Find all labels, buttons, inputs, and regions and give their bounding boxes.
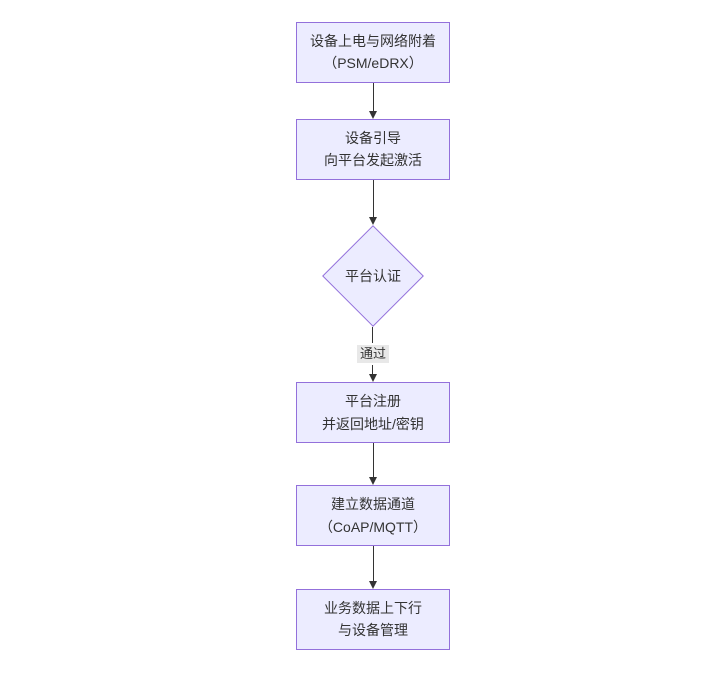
node-platform-register: 平台注册 并返回地址/密钥 <box>296 382 450 444</box>
edge-label-pass: 通过 <box>356 344 389 364</box>
node-platform-auth-decision: 平台认证 <box>321 224 425 327</box>
node-label-line: （CoAP/MQTT） <box>318 518 428 535</box>
arrow-line <box>372 365 374 375</box>
node-label-line: 建立数据通道 <box>331 496 415 513</box>
node-label-line: 设备上电与网络附着 <box>310 33 436 49</box>
arrow-head-icon <box>368 374 377 383</box>
edge-arrow-c-d: 通过 <box>356 326 389 383</box>
arrow-line <box>372 326 374 343</box>
arrow-line <box>372 546 374 582</box>
arrow-head-icon <box>369 477 377 486</box>
node-label-line: 设备引导 <box>345 129 401 146</box>
node-label-line: 并返回地址/密钥 <box>322 415 424 432</box>
edge-arrow-b-c <box>369 179 377 225</box>
node-label-line: 向平台发起激活 <box>324 152 422 169</box>
node-label-line: 平台注册 <box>345 393 401 410</box>
edge-arrow-e-f <box>369 546 377 590</box>
edge-arrow-d-e <box>369 443 377 486</box>
node-device-bootstrap: 设备引导 向平台发起激活 <box>296 118 450 180</box>
node-label-line: 与设备管理 <box>338 622 408 639</box>
node-label-line: （PSM/eDRX） <box>323 55 423 72</box>
node-label: 平台认证 <box>345 267 401 284</box>
node-data-channel: 建立数据通道 （CoAP/MQTT） <box>296 485 450 547</box>
node-device-power-attach: 设备上电与网络附着 （PSM/eDRX） <box>296 22 450 83</box>
arrow-line <box>372 443 374 478</box>
arrow-head-icon <box>369 216 377 225</box>
node-business-data-mgmt: 业务数据上下行 与设备管理 <box>296 589 450 650</box>
edge-arrow-a-b <box>369 82 377 119</box>
arrow-line <box>372 179 374 217</box>
arrow-head-icon <box>369 110 377 119</box>
flowchart-canvas: 设备上电与网络附着 （PSM/eDRX） 设备引导 向平台发起激活 平台认证 通… <box>296 22 450 650</box>
arrow-line <box>372 82 374 111</box>
node-label-line: 业务数据上下行 <box>324 600 422 617</box>
arrow-head-icon <box>369 581 377 590</box>
